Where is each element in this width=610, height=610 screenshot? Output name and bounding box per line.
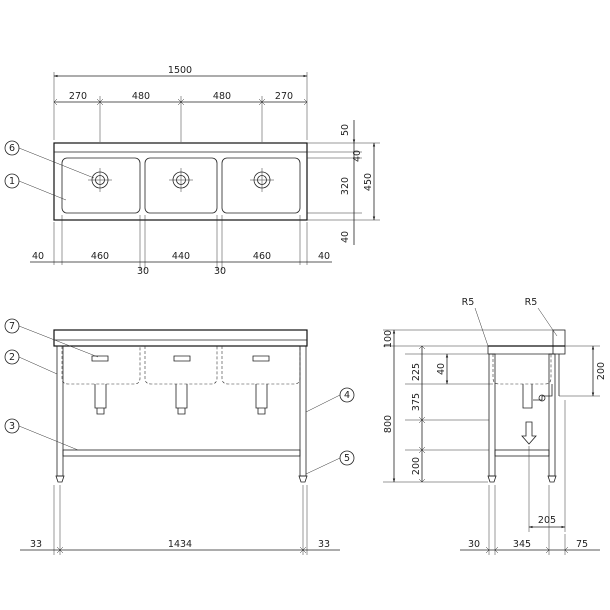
dim-spacing-1: 270 xyxy=(69,91,87,102)
dim-bottom-75: 75 xyxy=(576,539,588,550)
dim-left-offset: 33 xyxy=(30,539,42,550)
dim-height-225: 225 xyxy=(411,363,422,381)
drain-icon xyxy=(88,168,112,192)
dim-right-offset: 33 xyxy=(318,539,330,550)
label-radius-left: R5 xyxy=(462,297,475,308)
drain-icon xyxy=(250,168,274,192)
callout-2: 2 xyxy=(9,352,15,363)
dim-bottom-440: 440 xyxy=(172,251,190,262)
callout-3: 3 xyxy=(9,421,15,432)
dim-depth-total: 450 xyxy=(363,173,374,191)
dim-backsplash: 100 xyxy=(383,330,394,348)
dim-depth-40a: 40 xyxy=(352,150,363,162)
callout-7: 7 xyxy=(9,321,15,332)
dim-depth-50: 50 xyxy=(340,124,351,136)
dim-bowl-rim: 40 xyxy=(436,363,447,375)
dim-gap-2: 30 xyxy=(214,266,226,277)
dim-bottom-40-right: 40 xyxy=(318,251,330,262)
callout-4: 4 xyxy=(344,390,350,401)
dim-right-height: 200 xyxy=(596,362,607,380)
dim-height-200: 200 xyxy=(411,457,422,475)
side-view: R5 R5 100 8 xyxy=(383,297,607,555)
callout-5: 5 xyxy=(344,453,350,464)
top-view: 1500 270 480 480 270 xyxy=(4,65,380,277)
dim-depth-40b: 40 xyxy=(340,231,351,243)
dim-bottom-30: 30 xyxy=(468,539,480,550)
callout-6: 6 xyxy=(9,143,15,154)
callout-1: 1 xyxy=(9,176,15,187)
dim-leg-span: 1434 xyxy=(168,539,192,550)
dim-spacing-4: 270 xyxy=(275,91,293,102)
dim-drain-offset: 205 xyxy=(538,515,556,526)
label-radius-right: R5 xyxy=(525,297,538,308)
dim-height-375: 375 xyxy=(411,393,422,411)
dim-bottom-460-left: 460 xyxy=(91,251,109,262)
front-view: 33 1434 33 7 2 3 4 5 xyxy=(4,318,355,555)
dim-bottom-40-left: 40 xyxy=(32,251,44,262)
dim-overall-width: 1500 xyxy=(168,65,192,76)
drain-icon xyxy=(169,168,193,192)
dim-height-total: 800 xyxy=(383,415,394,433)
dim-gap-1: 30 xyxy=(137,266,149,277)
dim-bottom-345: 345 xyxy=(513,539,531,550)
dim-spacing-3: 480 xyxy=(213,91,231,102)
dim-bottom-460-right: 460 xyxy=(253,251,271,262)
dim-depth-320: 320 xyxy=(340,177,351,195)
dim-spacing-2: 480 xyxy=(132,91,150,102)
